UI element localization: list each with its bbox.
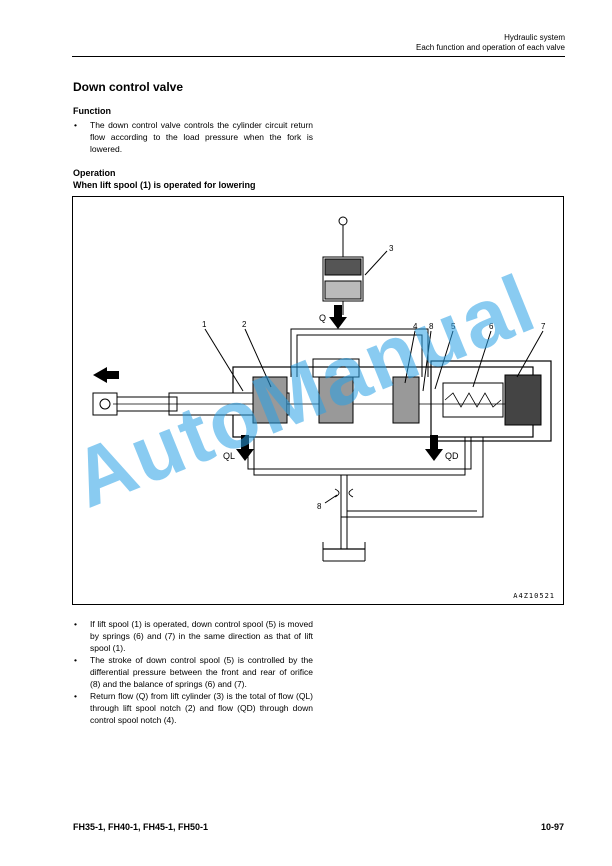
callout-4: 4 [413, 322, 418, 331]
figure-code: A4Z10521 [513, 592, 555, 600]
flow-label-qd: QD [445, 451, 459, 461]
flow-arrow-ql [236, 449, 254, 461]
direction-arrow [93, 367, 119, 383]
flow-label-q: Q [319, 313, 326, 323]
hydraulic-diagram: 1 2 3 4 8 5 6 7 8 Q QL QD A4Z10521 [72, 196, 564, 605]
callout-1: 1 [202, 320, 207, 329]
operation-list: • If lift spool (1) is operated, down co… [73, 618, 313, 726]
function-text: The down control valve controls the cyli… [90, 120, 313, 154]
operation-text: The stroke of down control spool (5) is … [90, 655, 313, 689]
callout-7: 7 [541, 322, 546, 331]
callout-6: 6 [489, 322, 494, 331]
header-section: Hydraulic system [504, 33, 565, 42]
list-item: • Return flow (Q) from lift cylinder (3)… [73, 690, 313, 726]
operation-heading: Operation [73, 168, 116, 178]
bullet-marker: • [74, 619, 77, 629]
bullet-marker: • [74, 655, 77, 665]
header-subsection: Each function and operation of each valv… [416, 43, 565, 52]
function-heading: Function [73, 106, 111, 116]
valve-drawing: 1 2 3 4 8 5 6 7 8 Q QL QD [92, 216, 552, 562]
footer-models: FH35-1, FH40-1, FH45-1, FH50-1 [73, 822, 209, 832]
callout-2: 2 [242, 320, 247, 329]
list-item: • The down control valve controls the cy… [73, 119, 313, 155]
page-title: Down control valve [73, 80, 184, 94]
cylinder-eye [338, 216, 348, 226]
operation-text: If lift spool (1) is operated, down cont… [90, 619, 313, 653]
operation-text: Return flow (Q) from lift cylinder (3) i… [90, 691, 313, 725]
callout-8: 8 [429, 322, 434, 331]
bullet-marker: • [74, 120, 77, 130]
list-item: • The stroke of down control spool (5) i… [73, 654, 313, 690]
flow-label-ql: QL [223, 451, 235, 461]
function-list: • The down control valve controls the cy… [73, 119, 313, 155]
header-rule [72, 56, 565, 57]
flow-arrow-q [329, 317, 347, 329]
page-number: 10-97 [540, 822, 564, 832]
operation-subheading: When lift spool (1) is operated for lowe… [73, 180, 256, 190]
flow-arrow-qd [425, 449, 443, 461]
bullet-marker: • [74, 691, 77, 701]
callout-5: 5 [451, 322, 456, 331]
callout-3: 3 [389, 244, 394, 253]
callout-8-orifice: 8 [317, 502, 322, 511]
list-item: • If lift spool (1) is operated, down co… [73, 618, 313, 654]
